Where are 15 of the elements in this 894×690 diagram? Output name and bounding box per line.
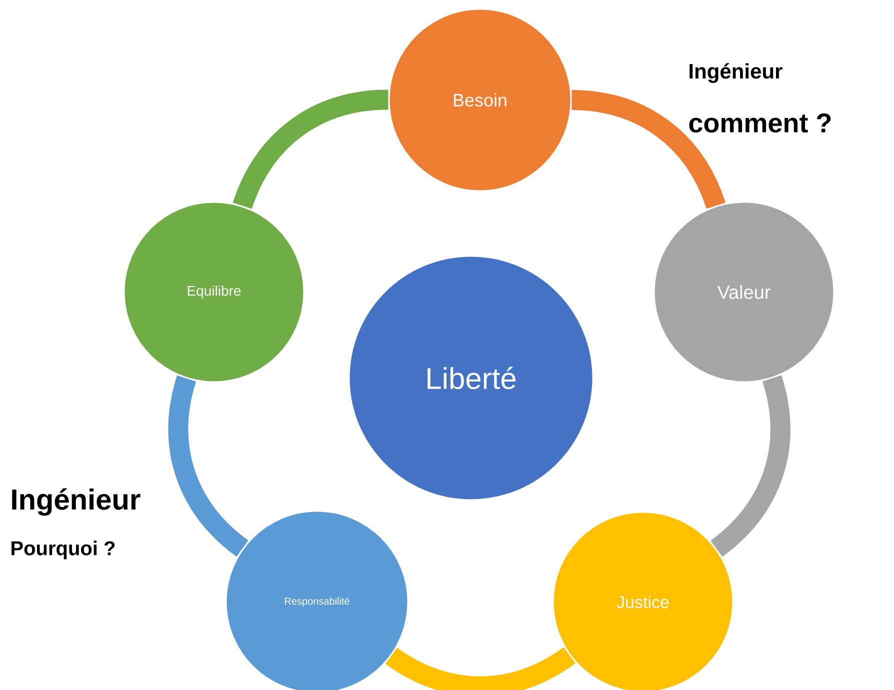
ring-segment <box>571 90 726 210</box>
circle-node: Equilibre <box>123 201 305 383</box>
ring-segment <box>168 376 249 556</box>
heading-text: Ingénieur <box>690 63 782 83</box>
heading-text: Ingénieur <box>12 488 140 516</box>
circle-node: Justice <box>552 511 734 690</box>
circle-node: Valeur <box>653 201 835 383</box>
circle-node: Besoin <box>388 8 572 192</box>
circle-node: Responsabilité <box>225 510 409 690</box>
circle-node: Liberté <box>348 255 594 501</box>
heading-text: comment ? <box>689 113 831 133</box>
heading-text: Pourquoi ? <box>12 540 115 560</box>
ring-segment <box>710 376 790 556</box>
ring-segment <box>386 647 576 690</box>
ring-segment <box>232 90 389 210</box>
